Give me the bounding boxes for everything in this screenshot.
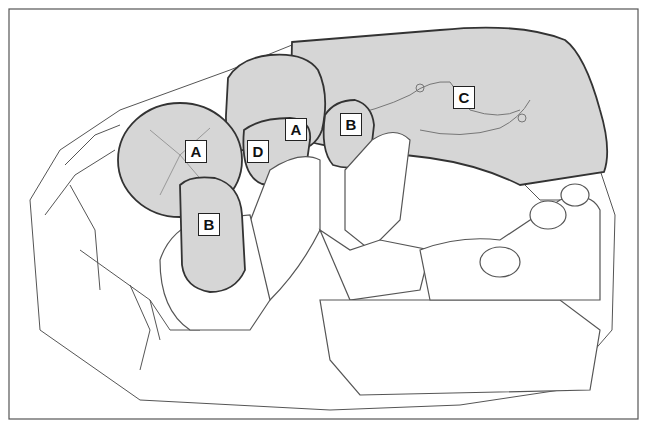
callout-letter: B [204,217,215,232]
callout-letter: A [191,144,202,159]
callout-letter: A [291,122,302,137]
seats [160,133,600,396]
callout-letter: D [253,144,264,159]
callout-box: D [247,140,269,163]
callout-box: A [185,140,207,163]
callout-box: B [340,113,362,136]
callout-box: A [285,118,307,141]
side-airbag [180,177,245,292]
callout-letter: B [346,117,357,132]
callout-letter: C [459,90,470,105]
frame [9,9,638,419]
callout-box: C [453,86,475,109]
callout-box: B [198,213,220,236]
curtain-airbag [290,28,607,185]
